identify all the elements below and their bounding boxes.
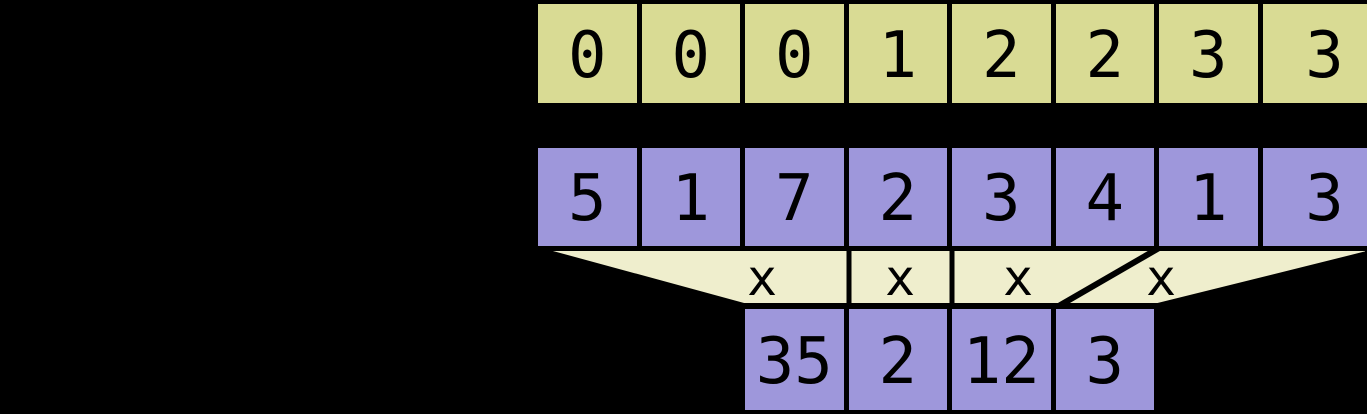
value-cell: 5 xyxy=(538,148,637,246)
multiply-operator: x xyxy=(1002,249,1034,307)
value-cell: 7 xyxy=(745,148,844,246)
segment-id-cell: 3 xyxy=(1262,4,1367,103)
value-cell: 4 xyxy=(1055,148,1154,246)
segment-id-cell: 0 xyxy=(641,4,740,103)
value-cell: 3 xyxy=(952,148,1051,246)
result-cell: 2 xyxy=(848,309,947,410)
segment-divider-diagonal-line xyxy=(1055,245,1161,310)
segment-id-cell: 2 xyxy=(952,4,1051,103)
segment-id-cell: 2 xyxy=(1055,4,1154,103)
multiply-operator: x xyxy=(1145,249,1177,307)
multiply-operator: x xyxy=(746,249,778,307)
segment-id-cell: 0 xyxy=(745,4,844,103)
segment-id-cell: 0 xyxy=(538,4,637,103)
value-cell: 2 xyxy=(848,148,947,246)
segment-ids-row: 0 0 0 1 2 2 3 3 xyxy=(538,4,1367,103)
value-cell: 3 xyxy=(1262,148,1367,246)
values-row: 5 1 7 2 3 4 1 3 xyxy=(538,148,1367,246)
segment-id-cell: 1 xyxy=(848,4,947,103)
multiply-operator: x xyxy=(884,249,916,307)
value-cell: 1 xyxy=(1159,148,1258,246)
result-cell: 3 xyxy=(1055,309,1154,410)
result-cell: 35 xyxy=(745,309,844,410)
value-cell: 1 xyxy=(641,148,740,246)
result-cell: 12 xyxy=(952,309,1051,410)
segment-id-cell: 3 xyxy=(1159,4,1258,103)
results-row: 35 2 12 3 xyxy=(745,309,1154,410)
